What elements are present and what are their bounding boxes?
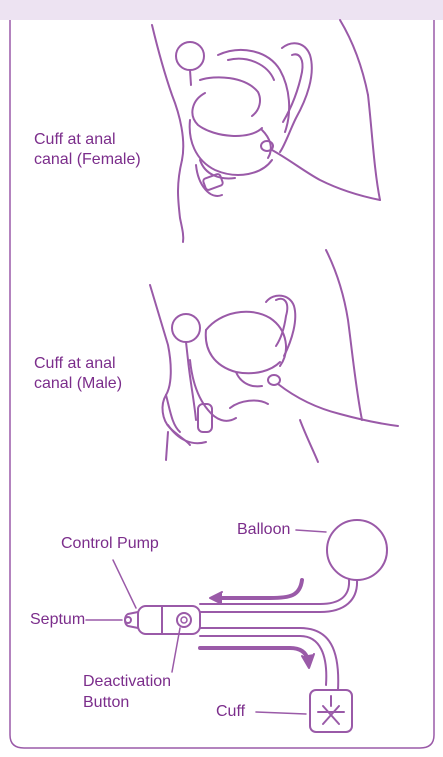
male-label-line1: Cuff at anal <box>34 354 116 374</box>
deactivation-label-line2: Button <box>83 693 129 713</box>
balloon-shape <box>327 520 387 580</box>
balloon-label: Balloon <box>237 520 290 540</box>
female-label-line1: Cuff at anal <box>34 130 116 150</box>
deactivation-button-shape <box>177 613 191 627</box>
flow-arrow-lower <box>200 648 308 660</box>
cuff-label: Cuff <box>216 702 245 722</box>
flow-arrow-upper <box>220 580 302 598</box>
male-label-line2: canal (Male) <box>34 374 122 394</box>
control-pump-label: Control Pump <box>61 534 159 554</box>
septum-label: Septum <box>30 610 85 630</box>
deactivation-label-line1: Deactivation <box>83 672 171 692</box>
female-label-line2: canal (Female) <box>34 150 141 170</box>
